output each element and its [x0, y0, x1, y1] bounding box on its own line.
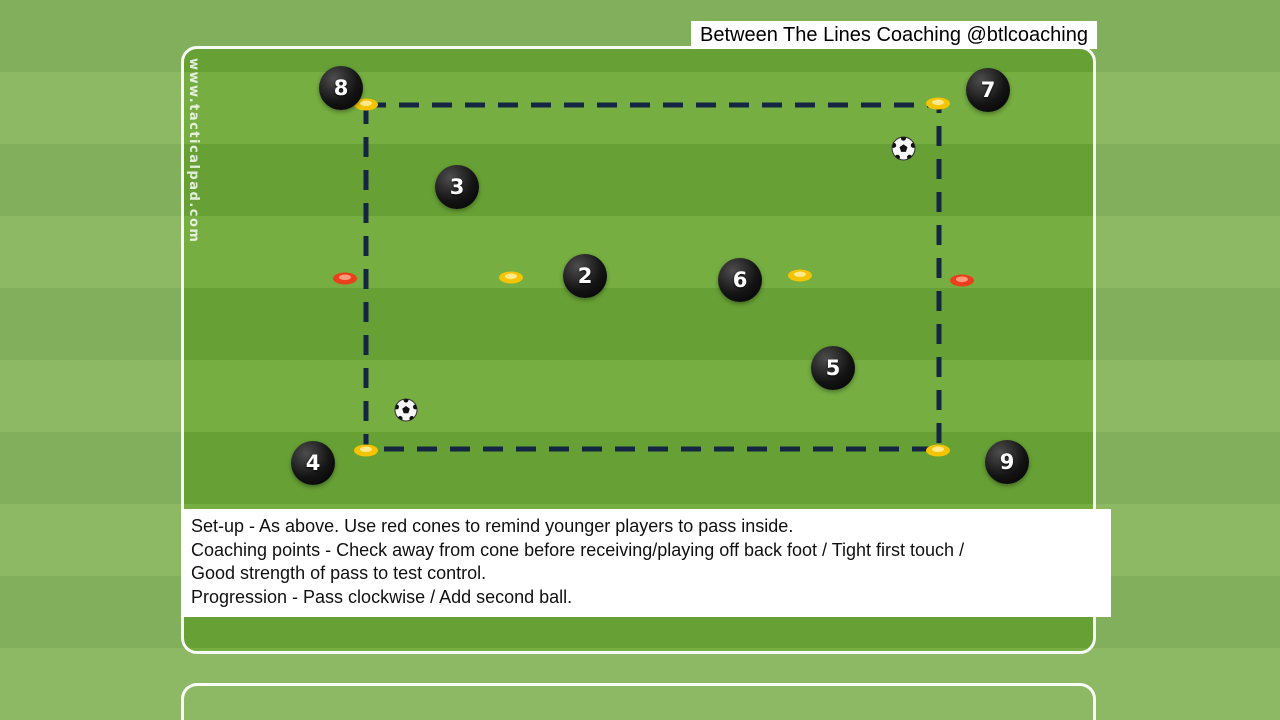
- player-marker-9: 9: [985, 440, 1029, 484]
- player-marker-5: 5: [811, 346, 855, 390]
- instructions-box: Set-up - As above. Use red cones to remi…: [181, 509, 1111, 617]
- red-cone-icon: [332, 272, 358, 285]
- instruction-line: Good strength of pass to test control.: [191, 563, 487, 583]
- red-cone-icon: [949, 274, 975, 287]
- instruction-line: Set-up - As above. Use red cones to remi…: [191, 516, 794, 536]
- yellow-cone-icon: [353, 444, 379, 457]
- player-marker-8: 8: [319, 66, 363, 110]
- instruction-line: Progression - Pass clockwise / Add secon…: [191, 586, 573, 607]
- player-marker-2: 2: [563, 254, 607, 298]
- watermark-text: www.tacticalpad.com: [186, 58, 201, 244]
- yellow-cone-icon: [498, 271, 524, 284]
- player-marker-7: 7: [966, 68, 1010, 112]
- yellow-cone-icon: [787, 269, 813, 282]
- player-marker-4: 4: [291, 441, 335, 485]
- yellow-cone-icon: [925, 97, 951, 110]
- player-marker-6: 6: [718, 258, 762, 302]
- yellow-cone-icon: [353, 98, 379, 111]
- adjacent-pitch-outline: [181, 683, 1096, 720]
- yellow-cone-icon: [925, 444, 951, 457]
- pitch-outline: [181, 46, 1096, 654]
- drill-area-dashed-rectangle: [363, 102, 942, 452]
- player-marker-3: 3: [435, 165, 479, 209]
- soccer-ball-icon: [891, 136, 916, 161]
- credit-banner: Between The Lines Coaching @btlcoaching: [691, 21, 1097, 49]
- instruction-line: Coaching points - Check away from cone b…: [191, 539, 965, 560]
- soccer-ball-icon: [394, 398, 418, 422]
